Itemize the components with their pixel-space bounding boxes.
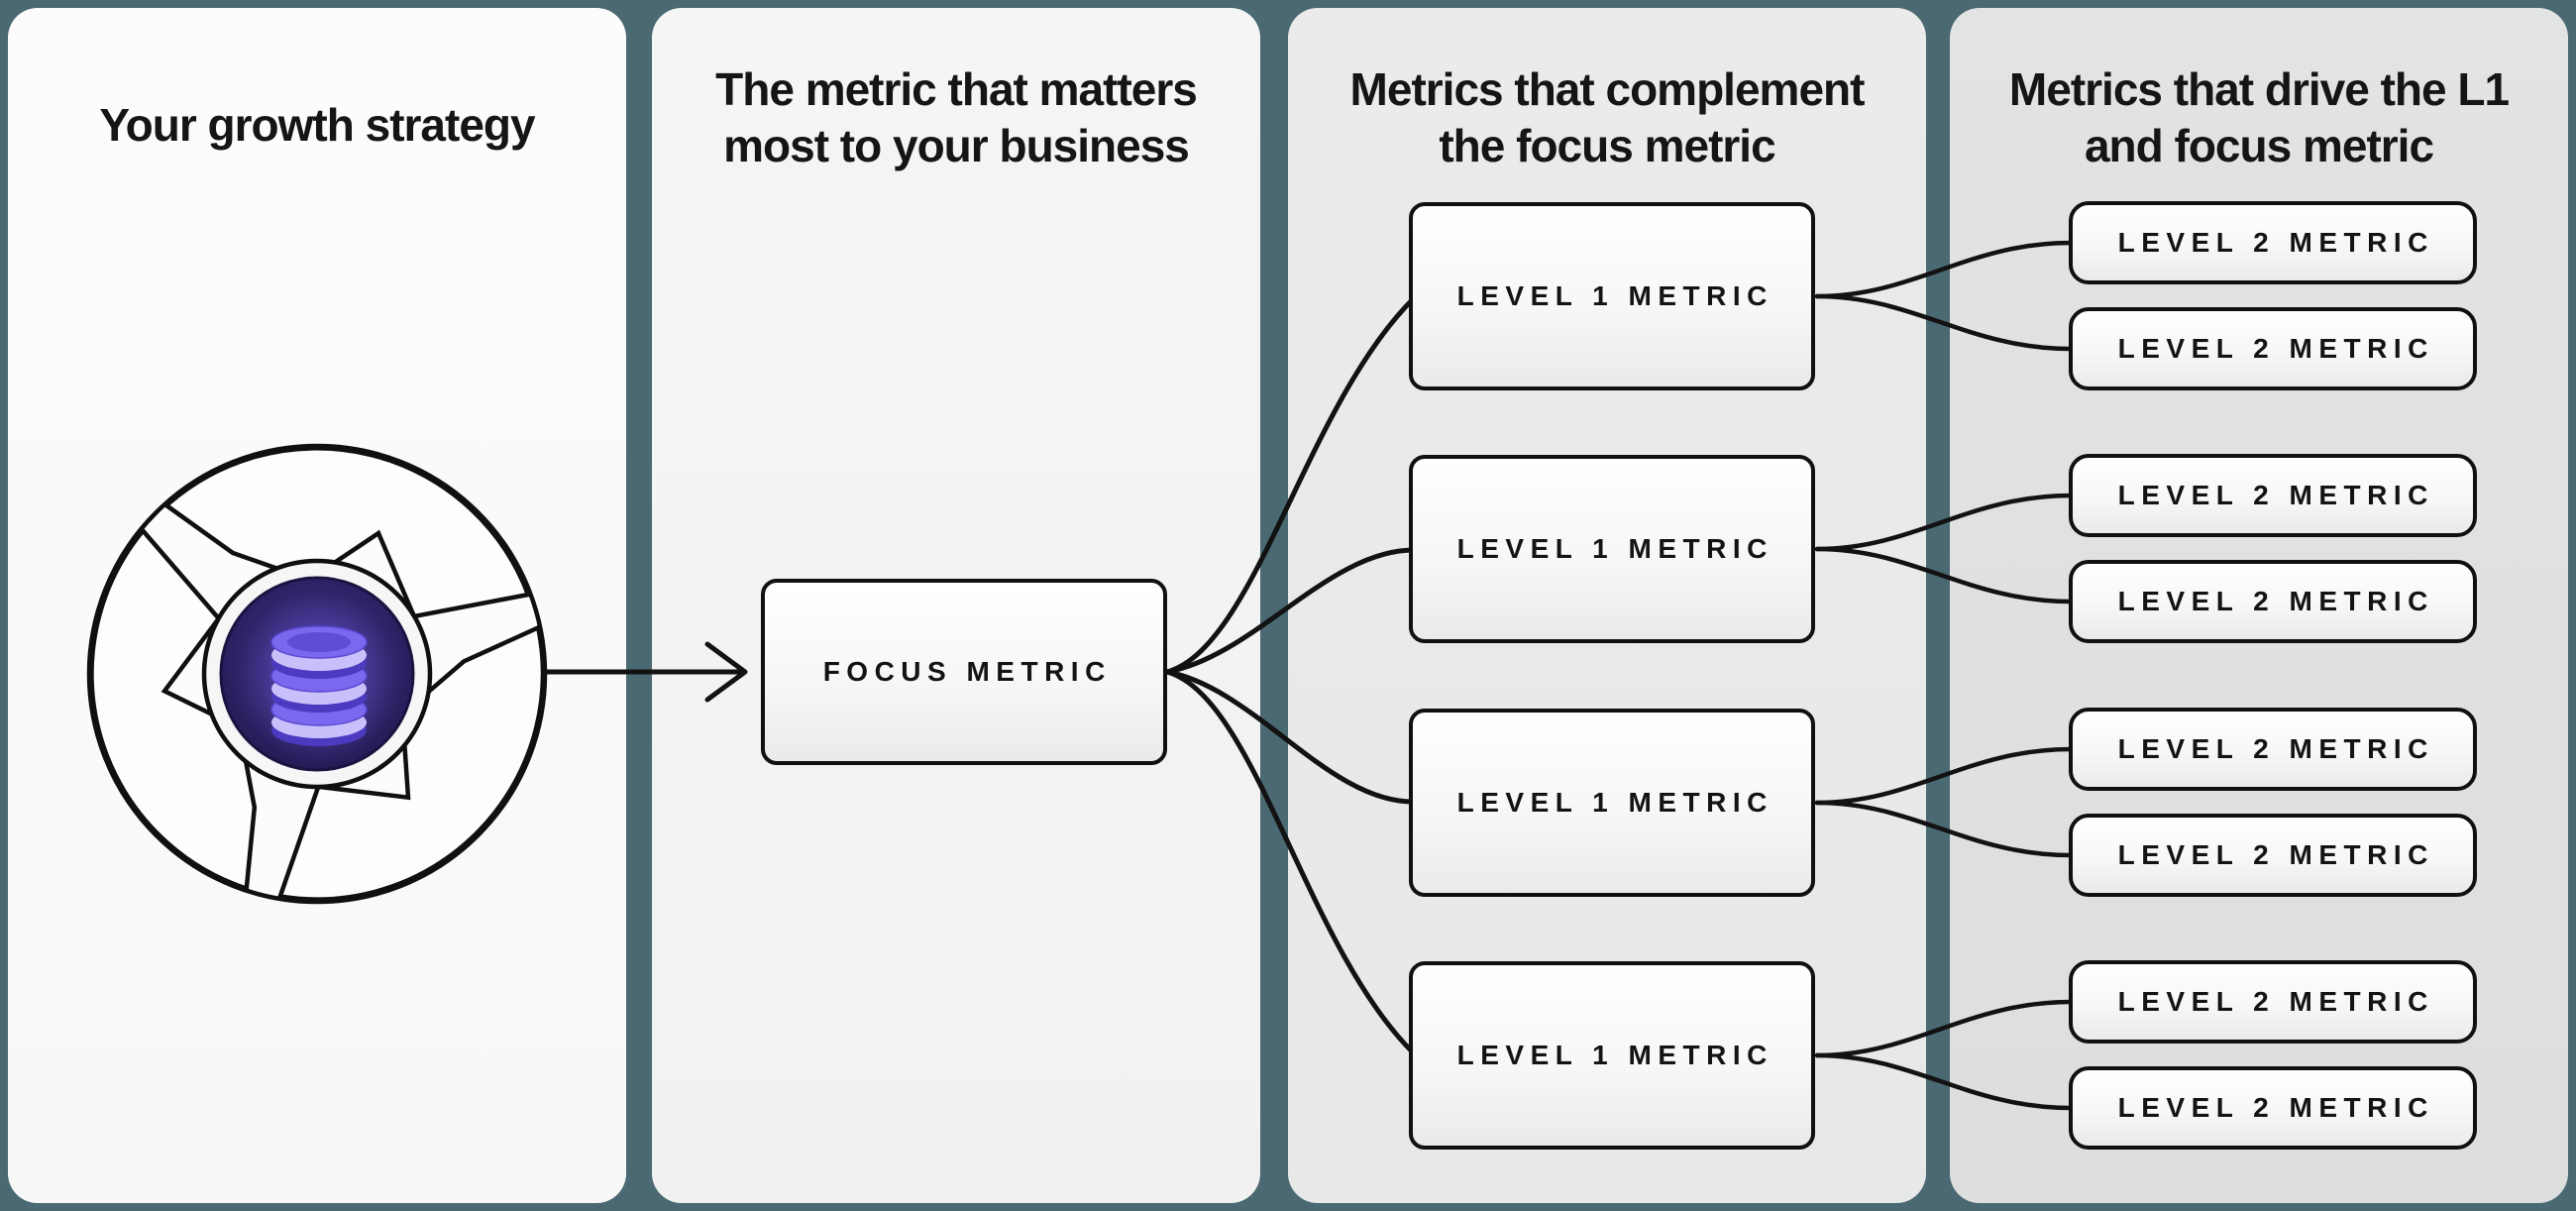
title-line: Your growth strategy <box>99 99 535 151</box>
level2-metric-box: LEVEL 2 METRIC <box>2069 560 2477 643</box>
flywheel-icon-svg <box>86 443 548 905</box>
title-line: most to your business <box>723 120 1190 171</box>
focus-metric-label: FOCUS METRIC <box>822 656 1112 687</box>
level2-metric-label: LEVEL 2 METRIC <box>2117 586 2434 616</box>
level2-metric-box: LEVEL 2 METRIC <box>2069 960 2477 1044</box>
level2-metric-box: LEVEL 2 METRIC <box>2069 814 2477 897</box>
level2-metric-label: LEVEL 2 METRIC <box>2117 1092 2434 1123</box>
title-line: Metrics that drive the L1 <box>2008 63 2510 115</box>
flywheel-blade <box>89 527 258 892</box>
level2-metric-label: LEVEL 2 METRIC <box>2117 333 2434 364</box>
growth-flywheel-icon <box>77 434 557 914</box>
level1-metric-label: LEVEL 1 METRIC <box>1456 1040 1773 1070</box>
level2-metric-label: LEVEL 2 METRIC <box>2117 986 2434 1017</box>
level2-metric-label: LEVEL 2 METRIC <box>2117 480 2434 510</box>
level2-metric-box: LEVEL 2 METRIC <box>2069 1066 2477 1150</box>
level1-metric-box: LEVEL 1 METRIC <box>1409 455 1815 643</box>
panel-title-level1-metrics: Metrics that complement the focus metric <box>1288 61 1926 174</box>
level2-metric-box: LEVEL 2 METRIC <box>2069 708 2477 791</box>
level1-metric-box: LEVEL 1 METRIC <box>1409 961 1815 1150</box>
flywheel-blade <box>276 624 546 902</box>
panel-title-growth-strategy: Your growth strategy <box>8 97 626 154</box>
level2-metric-label: LEVEL 2 METRIC <box>2117 227 2434 258</box>
level2-metric-label: LEVEL 2 METRIC <box>2117 839 2434 870</box>
level1-metric-label: LEVEL 1 METRIC <box>1456 787 1773 818</box>
title-line: and focus metric <box>2084 120 2434 171</box>
title-line: Metrics that complement <box>1349 63 1866 115</box>
level1-metric-label: LEVEL 1 METRIC <box>1456 533 1773 564</box>
focus-metric-box: FOCUS METRIC <box>761 579 1167 765</box>
flywheel-blade <box>162 446 532 619</box>
level2-metric-box: LEVEL 2 METRIC <box>2069 201 2477 284</box>
level1-metric-box: LEVEL 1 METRIC <box>1409 202 1815 390</box>
level1-metric-box: LEVEL 1 METRIC <box>1409 709 1815 897</box>
level2-metric-box: LEVEL 2 METRIC <box>2069 307 2477 390</box>
level2-metric-label: LEVEL 2 METRIC <box>2117 733 2434 764</box>
title-line: The metric that matters <box>715 63 1198 115</box>
panel-title-focus-metric: The metric that matters most to your bus… <box>652 61 1260 174</box>
database-icon <box>238 592 400 762</box>
level2-metric-box: LEVEL 2 METRIC <box>2069 454 2477 537</box>
title-line: the focus metric <box>1439 120 1775 171</box>
panel-title-level2-metrics: Metrics that drive the L1 and focus metr… <box>1950 61 2568 174</box>
level1-metric-label: LEVEL 1 METRIC <box>1456 280 1773 311</box>
